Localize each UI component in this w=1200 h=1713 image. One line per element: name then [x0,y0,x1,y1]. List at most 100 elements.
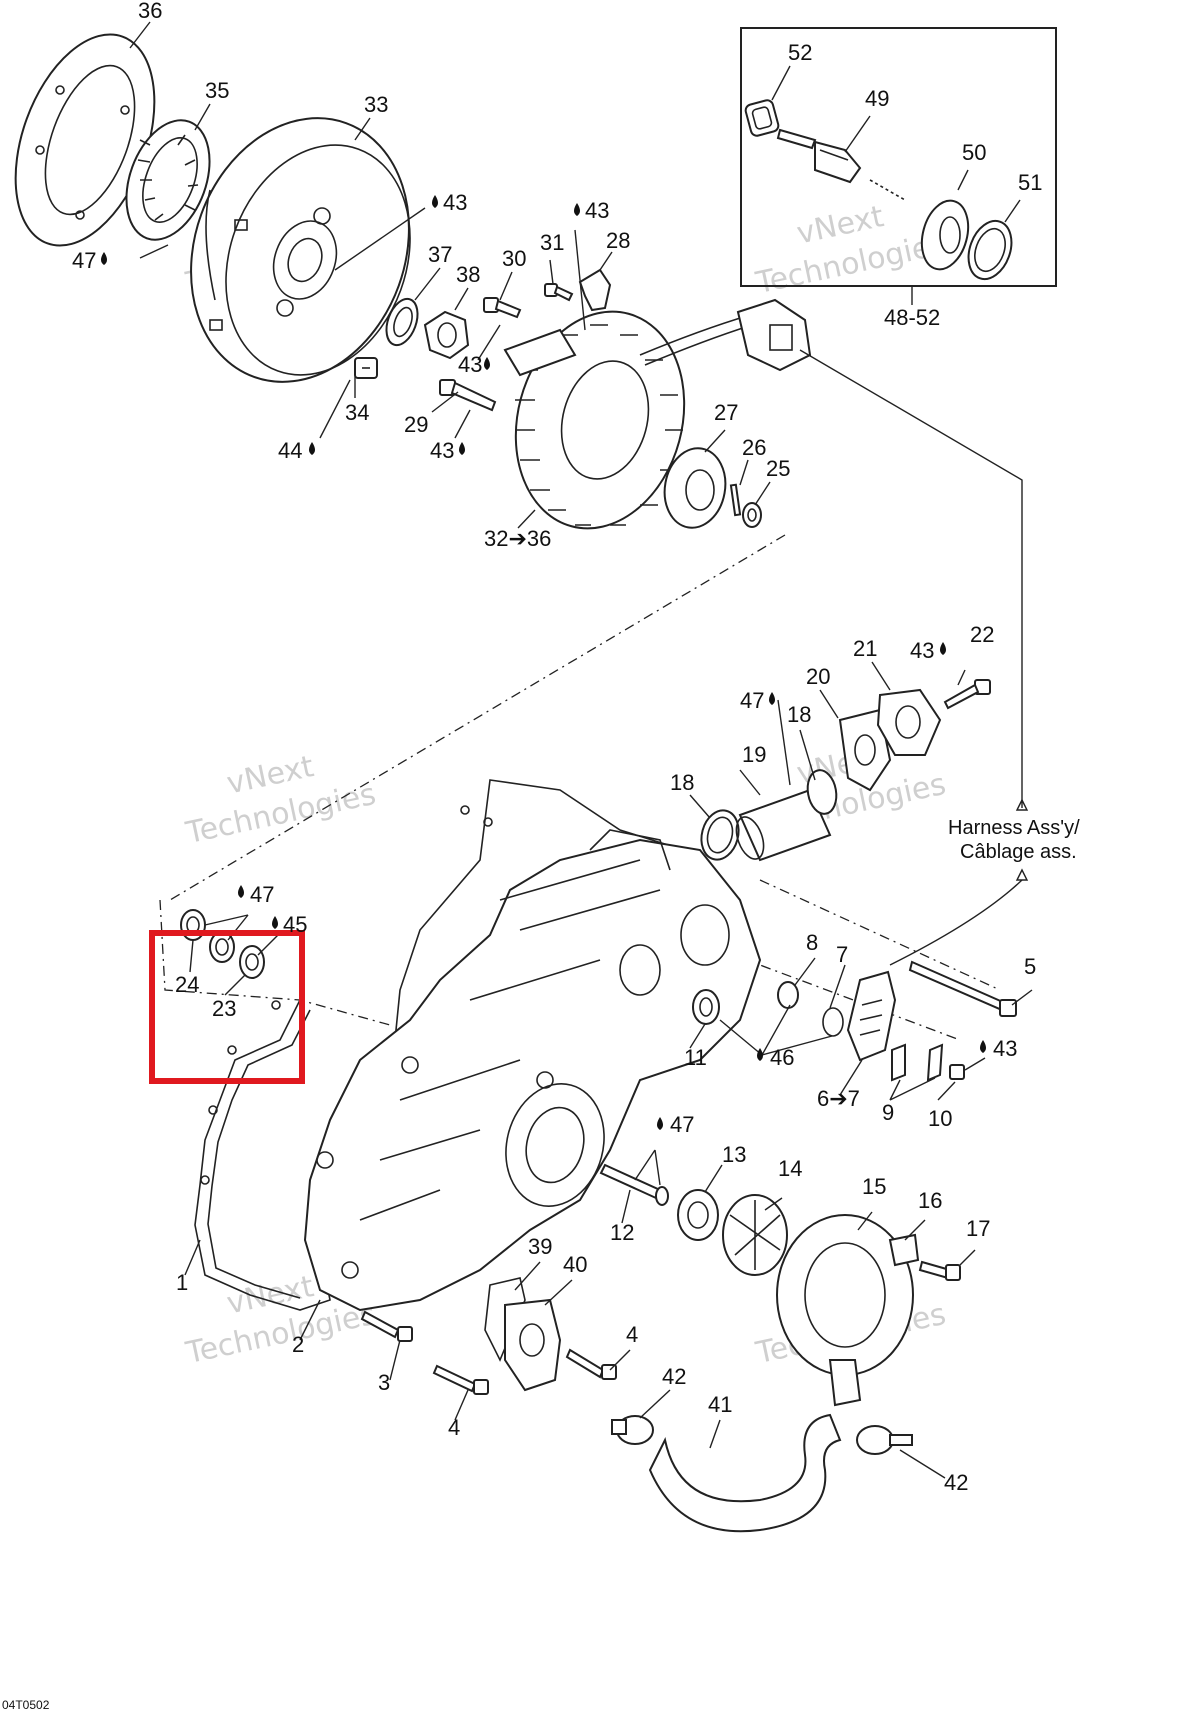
flywheel-part-33 [190,117,411,383]
callout-2: 2 [292,1332,304,1357]
roller-part-27 [663,447,727,529]
callout-15: 15 [862,1174,886,1199]
seal-part-11 [692,989,720,1025]
svg-text:43: 43 [585,198,609,223]
leader-lines [129,21,1033,1479]
callout-49: 49 [865,86,889,111]
svg-text:43: 43 [443,190,467,215]
callout-37: 37 [428,242,452,267]
svg-text:47: 47 [72,248,96,273]
drop-icon [769,692,775,705]
callout-12: 12 [610,1220,634,1245]
screw-part-31 [544,283,574,302]
callout-18a: 18 [670,770,694,795]
lube-mark-43f: 43 [980,1036,1017,1061]
drop-icon [484,357,490,370]
callout-30: 30 [502,246,526,271]
pump-housing-part-15 [776,1214,914,1407]
callout-9: 9 [882,1100,894,1125]
housing-part-50 [920,199,970,271]
callout-23: 23 [212,996,236,1021]
seal-part-23 [239,945,265,979]
bolt-part-4a [432,1364,489,1395]
callout-1: 1 [176,1270,188,1295]
drop-icon [657,1117,663,1130]
drop-icon [432,195,438,208]
lube-mark-47a: 47 [72,248,107,273]
harness-label: Harness Ass'y/ Câblage ass. [948,817,1080,863]
callout-41: 41 [708,1392,732,1417]
washer-part-25 [742,502,762,528]
stator-part-32-36 [503,310,753,530]
lube-mark-43d: 43 [430,438,465,463]
o-ring-part-18b [806,769,838,815]
callout-21: 21 [853,636,877,661]
callout-7: 7 [836,942,848,967]
drop-icon [238,885,244,898]
ring-part-51 [967,219,1013,281]
bolt-part-22 [943,679,991,710]
lube-mark-44: 44 [278,438,315,463]
callout-4b: 4 [626,1322,638,1347]
lube-mark-43a: 43 [432,190,467,215]
roller-bearing-part-35 [125,119,211,241]
bolt-part-17 [918,1260,961,1281]
stator-connector [736,298,812,372]
callout-34: 34 [345,400,369,425]
pin-part-26 [729,483,742,517]
callout-48-52: 48-52 [884,305,940,330]
callout-8: 8 [806,930,818,955]
svg-text:47: 47 [670,1112,694,1137]
o-ring-part-18 [700,809,740,861]
callout-38: 38 [456,262,480,287]
bolt-part-3 [360,1310,413,1342]
lubricant-marks: 47 43 43 43 44 43 43 47 47 45 46 43 47 [72,190,1017,1137]
drop-icon [757,1048,763,1061]
callout-42a: 42 [662,1364,686,1389]
seal-part-8 [777,981,799,1009]
svg-text:47: 47 [740,688,764,713]
lube-mark-47d: 47 [657,1112,694,1137]
callout-6-7: 6➔7 [817,1086,860,1111]
callout-20: 20 [806,664,830,689]
drop-icon [309,442,315,455]
callout-18b: 18 [787,702,811,727]
callout-35: 35 [205,78,229,103]
bolt-part-4b [565,1348,617,1380]
sleeve-part-19 [735,788,832,862]
svg-text:43: 43 [458,352,482,377]
callout-32-36: 32➔36 [484,526,551,551]
lube-mark-43b: 43 [574,198,609,223]
callout-52: 52 [788,40,812,65]
callout-11: 11 [684,1045,707,1070]
bolt-part-5 [908,960,1017,1017]
hose-part-41 [648,1413,842,1533]
housing-part-21 [876,688,942,756]
connector-part-49 [776,128,862,184]
callout-36: 36 [138,0,162,23]
callout-50: 50 [962,140,986,165]
harness-label-line1: Harness Ass'y/ [948,817,1080,839]
drop-icon [459,442,465,455]
callout-10: 10 [928,1106,952,1131]
callout-31: 31 [540,230,564,255]
highlight-box [149,930,305,1084]
svg-text:43: 43 [910,638,934,663]
callout-33: 33 [364,92,388,117]
callout-5: 5 [1024,954,1036,979]
drop-icon [574,203,580,216]
drop-icon [980,1040,986,1053]
callout-17: 17 [966,1216,990,1241]
callout-25: 25 [766,456,790,481]
lube-mark-43c: 43 [458,352,490,377]
inset-box-48-52 [740,27,1057,287]
callout-40: 40 [563,1252,587,1277]
svg-text:43: 43 [430,438,454,463]
callout-24: 24 [175,972,199,997]
sensor-part-6 [846,970,897,1062]
callout-26: 26 [742,435,766,460]
harness-label-line2: Câblage ass. [960,841,1077,863]
callout-19: 19 [742,742,766,767]
svg-text:45: 45 [283,912,307,937]
